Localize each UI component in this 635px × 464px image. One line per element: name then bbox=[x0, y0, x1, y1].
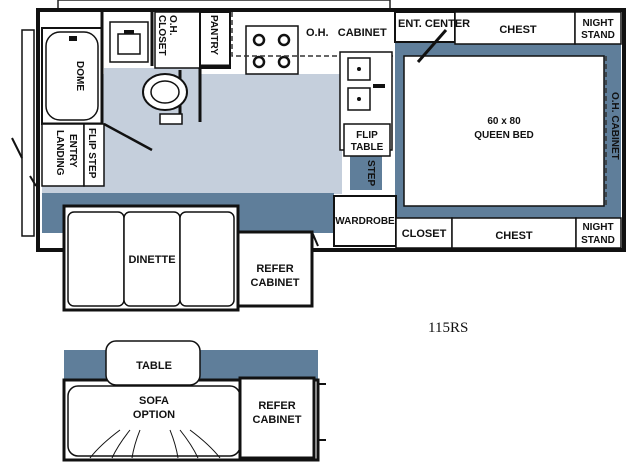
refer-cabinet-label-2: CABINET bbox=[251, 277, 300, 289]
refer-cabinet-box bbox=[236, 230, 314, 308]
dome-inner bbox=[45, 31, 99, 121]
entry-landing-box bbox=[41, 123, 85, 187]
kitchen-faucet-icon bbox=[373, 84, 385, 88]
sofa-option-label-1: SOFA bbox=[139, 395, 169, 407]
sofa-option-label-2: OPTION bbox=[133, 409, 175, 421]
closet-box bbox=[395, 217, 453, 249]
night-stand-top-label-2: STAND bbox=[581, 30, 615, 41]
tub-drain-icon bbox=[69, 36, 77, 41]
bed-size-label: 60 x 80 bbox=[487, 116, 521, 127]
dome-label: DOME bbox=[74, 61, 85, 91]
entry-landing-label-1: ENTRY bbox=[67, 134, 78, 168]
closet-label: CLOSET bbox=[402, 228, 447, 240]
wardrobe-label: WARDROBE bbox=[335, 216, 395, 227]
refer-cabinet-label-1: REFER bbox=[256, 263, 293, 275]
entry-landing-label-2: LANDING bbox=[54, 130, 65, 176]
night-stand-bottom-label-2: STAND bbox=[581, 235, 615, 246]
oh-cabinet-top-label: O.H. CABINET bbox=[306, 27, 387, 39]
oh-cabinet-right-label: O.H. CABINET bbox=[609, 92, 620, 160]
oh-closet-label-2: CLOSET bbox=[156, 15, 167, 56]
step-label: STEP bbox=[365, 160, 376, 186]
bed-outline bbox=[403, 55, 605, 207]
pantry-label: PANTRY bbox=[208, 15, 219, 55]
night-stand-top-box bbox=[574, 11, 622, 45]
flip-table-box bbox=[343, 123, 391, 157]
night-stand-top-label-1: NIGHT bbox=[582, 18, 613, 29]
burner-icons bbox=[252, 33, 291, 69]
flip-table-label-1: FLIP bbox=[356, 130, 378, 141]
slide-outline-top bbox=[57, 0, 391, 9]
pantry-box bbox=[199, 11, 231, 69]
flip-step-label: FLIP STEP bbox=[86, 128, 97, 179]
bath-door bbox=[103, 122, 153, 152]
stove bbox=[245, 25, 299, 75]
sofa-fold-lines bbox=[89, 429, 221, 459]
dinette-cushions bbox=[67, 211, 235, 307]
refer-cabinet-alt-label-2: CABINET bbox=[253, 414, 302, 426]
refer-cabinet-alt-box bbox=[238, 376, 316, 460]
chest-top-box bbox=[454, 11, 576, 45]
flip-table-label-2: TABLE bbox=[351, 142, 384, 153]
night-stand-bottom-label-1: NIGHT bbox=[582, 222, 613, 233]
dinette-label: DINETTE bbox=[128, 254, 175, 266]
table-label: TABLE bbox=[136, 360, 172, 372]
ent-center-door bbox=[416, 29, 448, 63]
bed-label: QUEEN BED bbox=[474, 130, 533, 141]
table-box bbox=[105, 340, 201, 386]
sink-faucet-icon bbox=[124, 30, 134, 34]
night-stand-bottom-box bbox=[575, 217, 622, 249]
flip-step-box bbox=[83, 123, 105, 187]
entry-door bbox=[11, 29, 37, 237]
bath-sink-basin bbox=[117, 33, 141, 55]
chest-top-label: CHEST bbox=[499, 24, 537, 36]
wardrobe-box bbox=[333, 195, 397, 247]
ent-center-label: ENT. CENTER bbox=[398, 18, 470, 30]
kitchen-floor bbox=[195, 74, 340, 190]
refer-cabinet-alt-label-1: REFER bbox=[258, 400, 295, 412]
chest-bottom-label: CHEST bbox=[495, 230, 533, 242]
model-name: 115RS bbox=[428, 320, 468, 336]
oh-closet-label-1: O.H. bbox=[167, 15, 178, 36]
